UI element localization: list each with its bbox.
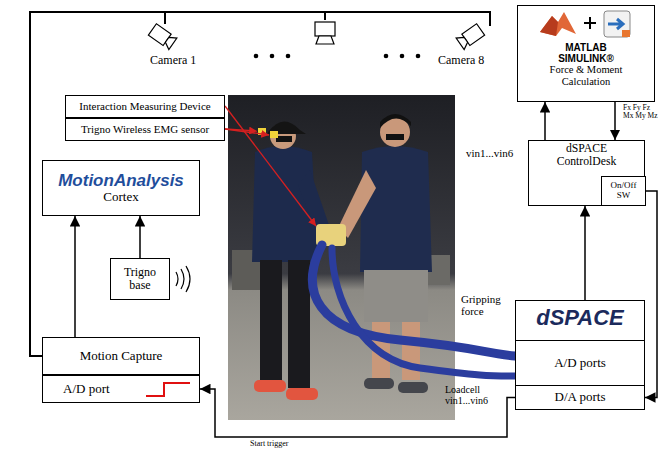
software-logo (622, 30, 630, 37)
node-text: MATLAB SIMULINK® (551, 42, 621, 64)
signal-cable (332, 248, 515, 376)
node-text: Force & Moment Calculation (540, 64, 632, 87)
leader-line (225, 106, 316, 226)
hardware-box: dSPACE A/D portsD/A ports (515, 300, 645, 410)
step-symbol (146, 383, 190, 396)
port-box: A/D port (42, 375, 200, 403)
software-box: MATLAB SIMULINK®Force & Moment Calculati… (517, 5, 655, 102)
node-text: dSPACE (536, 306, 624, 330)
port-box: D/A ports (515, 385, 645, 410)
software-logo (518, 6, 654, 42)
camera-icon (456, 24, 485, 50)
signal-cable (313, 245, 515, 376)
signal-label: Start trigger (250, 440, 288, 449)
leader-line (225, 106, 316, 226)
experiment-photo (270, 131, 278, 138)
camera-icon (315, 22, 335, 44)
camera-icon (456, 34, 470, 49)
software-logo (584, 17, 596, 29)
experiment-photo (380, 114, 411, 128)
camera-icon (163, 34, 177, 49)
ellipsis-dots (384, 54, 389, 59)
ellipsis-dots (254, 54, 421, 59)
ellipsis-dots (286, 54, 291, 59)
signal-label: Fx Fy Fz Mx My Mz (623, 104, 661, 121)
experiment-photo (260, 260, 282, 382)
experiment-photo (254, 380, 286, 392)
node-text: On/Off SW (606, 181, 642, 201)
camera-wire (164, 12, 166, 24)
ellipsis-dots (254, 54, 259, 59)
software-box: MotionAnalysisCortex (42, 160, 200, 216)
sensor-box: Trigno Wireless EMG sensor (65, 118, 225, 141)
connector-arrow (645, 191, 657, 398)
step-symbol (138, 376, 198, 402)
camera-wire (324, 12, 326, 20)
ellipsis-dots (400, 54, 405, 59)
experiment-photo (288, 260, 310, 388)
node-text: Interaction Measuring Device (79, 100, 210, 112)
ellipsis-dots (270, 54, 275, 59)
ellipsis-dots (416, 54, 421, 59)
experiment-photo (402, 322, 420, 380)
camera-label: Camera 8 (438, 54, 484, 67)
camera-label: Camera 1 (150, 54, 196, 67)
node-text: MotionAnalysis (58, 172, 184, 191)
node-text: dSPACE ControlDesk (542, 143, 632, 169)
port-box: A/D ports (515, 340, 645, 386)
leader-line (225, 129, 269, 135)
camera-icon (148, 22, 484, 50)
switch-box: On/Off SW (601, 176, 646, 206)
node-text: Trigno base (118, 266, 163, 292)
node-text: A/D port (63, 382, 110, 396)
experiment-photo (386, 134, 404, 140)
node-text: Motion Capture (80, 349, 163, 363)
connector-arrow (139, 216, 141, 258)
node-text: Cortex (103, 190, 138, 204)
camera-icon (316, 36, 334, 44)
wireless-symbol (181, 269, 184, 289)
receiver-box: Trigno base (110, 258, 170, 300)
signal-label: vin1...vin6 (466, 147, 513, 159)
connector-arrow (544, 102, 546, 140)
node-text: Trigno Wireless EMG sensor (81, 123, 209, 135)
experiment-photo (276, 136, 292, 142)
connector-arrow (614, 102, 616, 140)
controller-box: dSPACE ControlDeskOn/Off SW (528, 140, 645, 206)
software-logo (540, 12, 576, 36)
software-logo (608, 19, 623, 29)
software-logo (604, 11, 630, 37)
node-text: A/D ports (554, 356, 606, 370)
signal-label: Loadcell vin1...vin6 (445, 384, 499, 406)
signal-label: Gripping force (461, 293, 509, 317)
device-box: Interaction Measuring Device (65, 95, 225, 118)
wireless-symbol (186, 266, 190, 292)
experiment-photo (364, 378, 394, 389)
camera-icon (148, 24, 177, 50)
experiment-photo (360, 146, 432, 272)
wireless-symbol (176, 266, 190, 292)
node-text: D/A ports (555, 390, 606, 404)
connector-arrow (584, 206, 586, 300)
experiment-photo (364, 270, 428, 322)
experiment-photo (286, 388, 318, 400)
experiment-photo (398, 382, 428, 393)
connector-arrow (74, 216, 76, 337)
wireless-symbol (176, 272, 178, 286)
camera-icon (315, 22, 335, 36)
process-box: Motion Capture (42, 337, 200, 375)
software-logo (540, 16, 558, 36)
